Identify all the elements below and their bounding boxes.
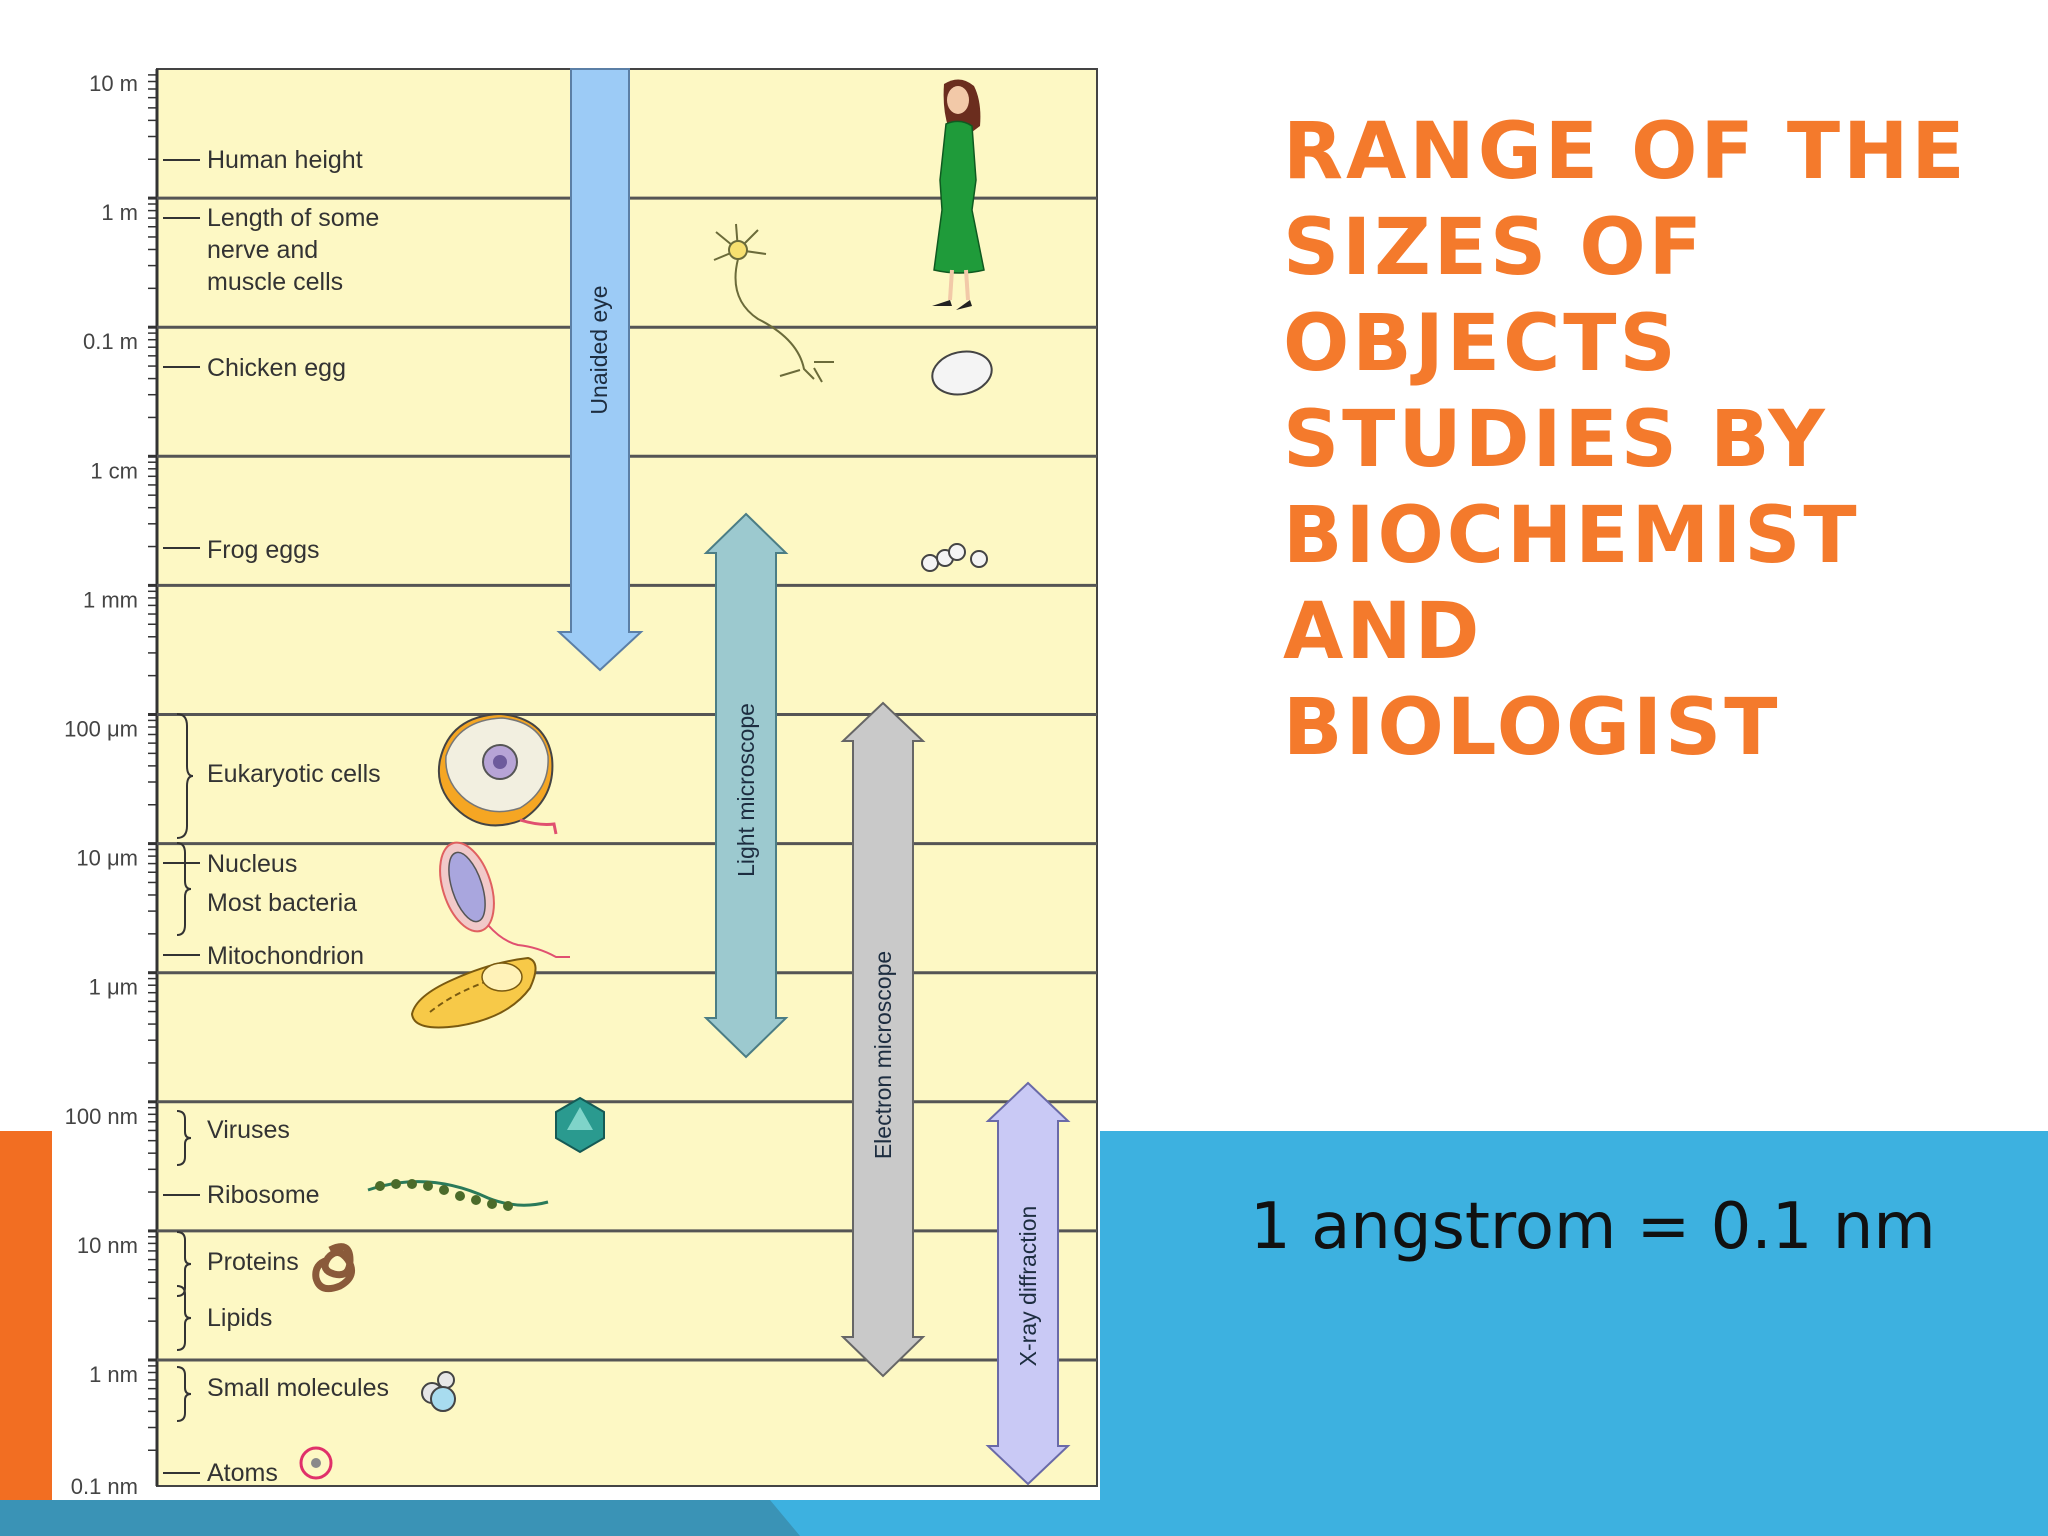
bottom-strip — [0, 1500, 800, 1536]
woman-icon — [932, 79, 985, 310]
scale-label: 0.1 m — [83, 329, 138, 354]
scale-label: 1 mm — [83, 587, 138, 612]
object-label: Ribosome — [207, 1181, 320, 1209]
object-label: Viruses — [207, 1116, 290, 1144]
method-label: Electron microscope — [870, 951, 896, 1159]
object-label: Proteins — [207, 1248, 299, 1276]
method-label: Unaided eye — [586, 285, 612, 414]
scale-label: 10 μm — [76, 846, 138, 871]
range-brackets — [176, 713, 194, 1422]
slide-title: RANGE OF THE SIZES OF OBJECTS STUDIES BY… — [1283, 107, 1968, 773]
scale-label: 1 nm — [89, 1362, 138, 1387]
chicken-egg-icon — [931, 350, 993, 396]
method-arrow-electron-microscope: Electron microscope — [840, 701, 926, 1378]
virus-icon — [555, 1096, 605, 1154]
method-arrow-light-microscope: Light microscope — [703, 512, 789, 1059]
scale-label: 10 m — [89, 71, 138, 96]
object-label: Lipids — [207, 1304, 272, 1332]
object-label: Atoms — [207, 1459, 278, 1487]
protein-icon — [312, 1243, 356, 1293]
neuron-icon — [713, 223, 834, 383]
object-label: Mitochondrion — [207, 942, 364, 970]
scale-label: 100 μm — [64, 717, 138, 742]
object-label: Small molecules — [207, 1374, 389, 1402]
scale-label: 10 nm — [77, 1233, 138, 1258]
object-label: Chicken egg — [207, 354, 346, 382]
scale-ticks — [148, 74, 157, 1451]
object-label: Human height — [207, 146, 363, 174]
scale-label: 100 nm — [65, 1104, 138, 1129]
mitochondrion-icon — [410, 956, 537, 1029]
scale-label: 1 m — [101, 200, 138, 225]
method-label: Light microscope — [733, 703, 759, 877]
scale-label: 1 cm — [90, 458, 138, 483]
object-label: Nucleus — [207, 850, 297, 878]
atom-icon — [299, 1446, 333, 1480]
eukaryotic-cell-icon — [438, 712, 558, 835]
object-label: Eukaryotic cells — [207, 760, 381, 788]
size-scale-diagram: 10 m 1 m 0.1 m 1 cm 1 mm 100 μm 10 μm 1 μm 100 n… — [64, 68, 1098, 1499]
scale-label: 0.1 nm — [71, 1474, 138, 1499]
method-arrow-xray-diffraction: X-ray diffraction — [985, 1081, 1071, 1486]
scale-label: 1 μm — [89, 975, 138, 1000]
bacterium-icon — [439, 841, 570, 958]
object-label: Most bacteria — [207, 889, 357, 917]
frog-eggs-icon — [921, 543, 988, 572]
angstrom-note: 1 angstrom = 0.1 nm — [1250, 1190, 1936, 1264]
orange-accent-bar — [0, 1131, 52, 1536]
pointer-lines — [163, 159, 200, 1474]
molecule-icon — [421, 1371, 456, 1412]
method-label: X-ray diffraction — [1015, 1206, 1041, 1367]
ribosome-icon — [367, 1179, 549, 1211]
object-label: Frog eggs — [207, 536, 320, 564]
method-arrow-unaided-eye: Unaided eye — [556, 68, 644, 672]
